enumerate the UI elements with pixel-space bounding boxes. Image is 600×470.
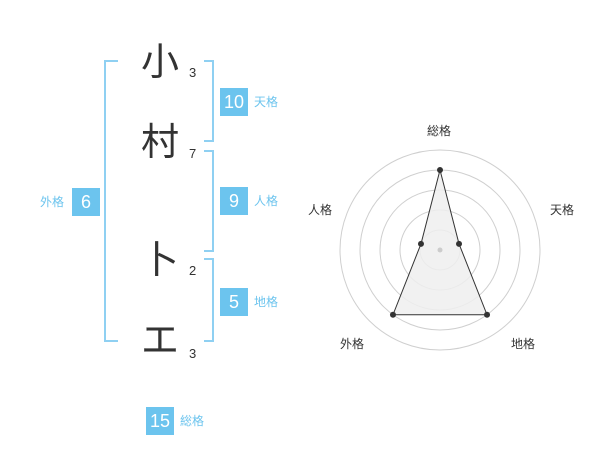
gaikaku-bracket: [104, 60, 118, 342]
radar-axis-label-gaikaku: 外格: [340, 337, 365, 351]
radar-point-1: [456, 240, 463, 247]
radar-point-3: [389, 311, 396, 318]
jinkaku-value: 9: [220, 187, 248, 215]
stroke-count-1: 3: [189, 65, 197, 80]
radar-point-2: [484, 311, 491, 318]
radar-series-polygon: [392, 169, 488, 316]
stroke-count-2: 7: [189, 146, 197, 161]
stroke-count-3: 2: [189, 263, 197, 278]
tenkaku-label: 天格: [254, 95, 279, 109]
soukaku-value: 15: [146, 407, 174, 435]
radar-center-dot: [437, 247, 443, 253]
radar-axis-label-jinkaku: 人格: [308, 203, 333, 217]
gaikaku-value: 6: [72, 188, 100, 216]
gaikaku-label: 外格: [40, 195, 65, 209]
name-char-1: 小: [140, 40, 179, 84]
radar-point-0: [437, 167, 443, 173]
radar-point-4: [417, 240, 424, 247]
chikaku-value: 5: [220, 288, 248, 316]
chikaku-label: 地格: [254, 295, 279, 309]
tenkaku-value: 10: [220, 88, 248, 116]
jinkaku-bracket: [204, 150, 214, 252]
name-char-4: エ: [140, 318, 179, 362]
radar-ring: [339, 149, 541, 351]
radar-axis-label-chikaku: 地格: [511, 337, 536, 351]
jinkaku-label: 人格: [254, 194, 279, 208]
name-char-3: 卜: [140, 238, 179, 282]
tenkaku-bracket: [204, 60, 214, 142]
soukaku-label: 総格: [180, 414, 205, 428]
stroke-count-4: 3: [189, 346, 197, 361]
radar-axis-label-tenkaku: 天格: [550, 203, 575, 217]
chikaku-bracket: [204, 258, 214, 342]
radar-axis-label-soukaku: 総格: [427, 124, 452, 138]
name-char-2: 村: [140, 120, 179, 164]
